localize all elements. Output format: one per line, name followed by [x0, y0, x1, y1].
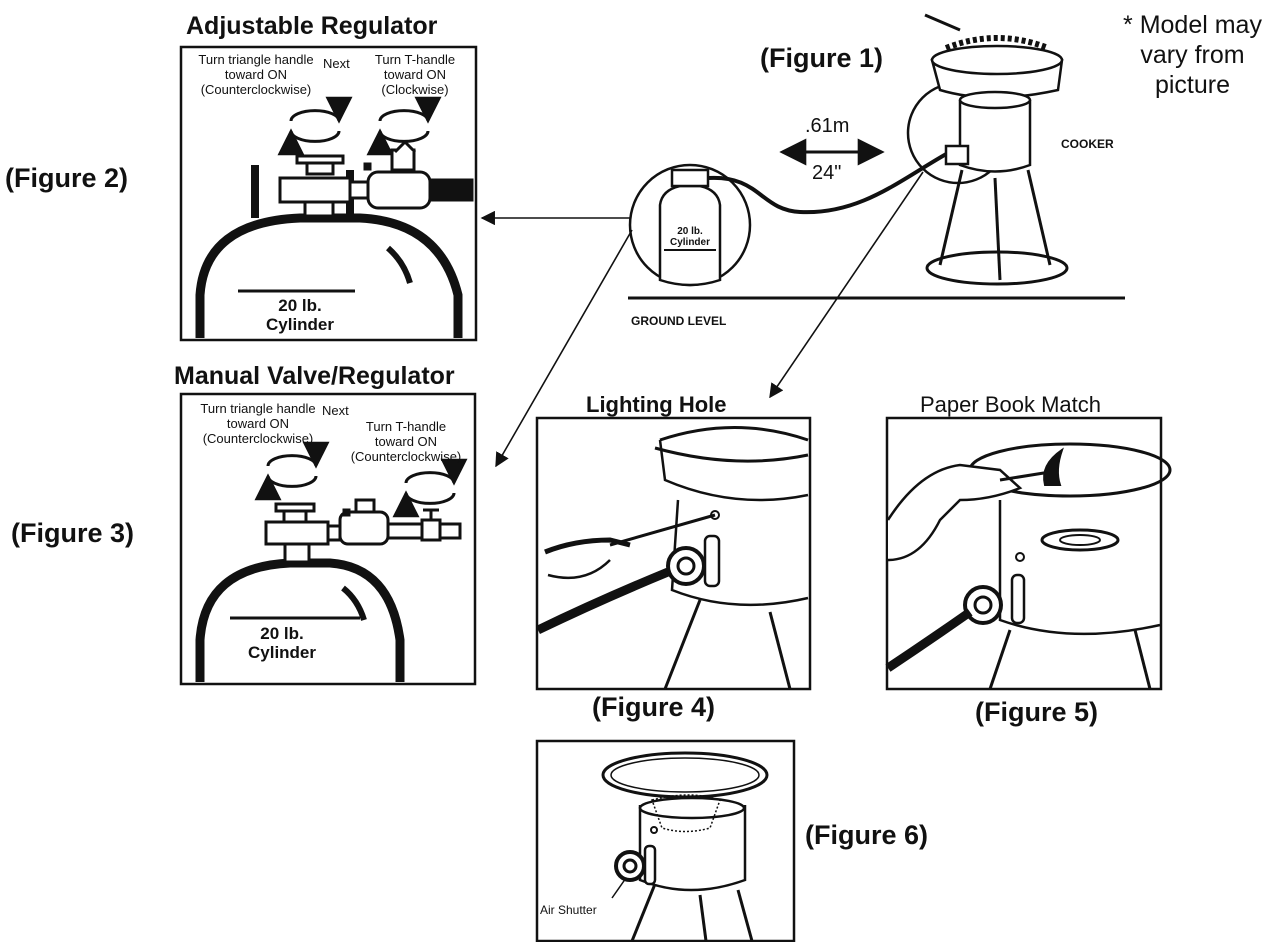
figure3-cylinder-illustration	[195, 558, 405, 682]
figure2-rotate-right-icon	[366, 96, 442, 156]
cooker-label: COOKER	[1061, 137, 1114, 151]
figure2-right-line1: Turn T-handle	[374, 52, 456, 67]
model-note-line3: picture	[1154, 71, 1231, 99]
figure3-title: Manual Valve/Regulator	[174, 362, 455, 390]
figure2-left-line3: (Counterclockwise)	[200, 82, 312, 97]
figure3-right-instruction: Turn T-handle toward ON (Counterclockwis…	[338, 419, 474, 464]
connector-arrows	[480, 171, 924, 468]
figure3-panel	[179, 392, 477, 686]
figure3-next-label: Next	[322, 403, 349, 418]
figure2-left-line2: toward ON	[224, 67, 288, 82]
figure3-right-line1: Turn T-handle	[365, 419, 447, 434]
figure2-regulator-illustration	[278, 139, 474, 218]
figure3-cylinder-line2: Cylinder	[247, 643, 317, 662]
figure3-right-line2: toward ON	[374, 434, 438, 449]
figure3-left-line2: toward ON	[226, 416, 290, 431]
cooker-illustration	[924, 13, 1069, 286]
figure3-left-line1: Turn triangle handle	[200, 401, 316, 416]
figure2-panel	[179, 45, 478, 342]
figure2-next-label: Next	[323, 56, 350, 71]
model-note-line2: vary from	[1140, 41, 1245, 69]
figure5-title: Paper Book Match	[920, 392, 1101, 417]
figure6-panel	[535, 739, 796, 942]
figure2-right-instruction: Turn T-handle toward ON (Clockwise)	[365, 52, 465, 97]
figure3-left-line3: (Counterclockwise)	[202, 431, 314, 446]
figure2-left-line1: Turn triangle handle	[198, 52, 314, 67]
model-note-line1: * Model may	[1123, 11, 1262, 39]
figure1-scene	[628, 13, 1125, 300]
figure5-panel	[885, 416, 1172, 691]
distance-inches: 24"	[812, 162, 842, 184]
figure2-cylinder-line1: 20 lb.	[278, 296, 322, 315]
figure3-caption: (Figure 3)	[11, 518, 135, 548]
figure1-caption: (Figure 1)	[760, 43, 884, 73]
ground-level-label: GROUND LEVEL	[631, 314, 727, 328]
figure3-cylinder-label: 20 lb. Cylinder	[222, 624, 342, 662]
figure6-caption: (Figure 6)	[805, 820, 929, 850]
figure2-right-line3: (Clockwise)	[381, 82, 449, 97]
figure2-left-instruction: Turn triangle handle toward ON (Counterc…	[186, 52, 326, 97]
figure2-title: Adjustable Regulator	[186, 12, 438, 40]
figure1-cylinder-line2: Cylinder	[669, 237, 710, 248]
figure3-rotate-right-icon	[392, 458, 468, 518]
figure2-cylinder-line2: Cylinder	[265, 315, 335, 334]
figure2-caption: (Figure 2)	[5, 163, 129, 193]
figure3-left-instruction: Turn triangle handle toward ON (Counterc…	[183, 401, 333, 446]
figure1-cylinder-line1: 20 lb.	[677, 226, 703, 237]
distance-meters: .61m	[805, 115, 850, 137]
figure4-caption: (Figure 4)	[592, 692, 716, 722]
figure3-rotate-left-icon	[254, 441, 330, 501]
figure2-cylinder-label: 20 lb. Cylinder	[230, 296, 370, 334]
air-shutter-label: Air Shutter	[540, 903, 597, 917]
figure4-title: Lighting Hole	[586, 392, 727, 417]
figure1-cylinder-label: 20 lb. Cylinder	[660, 226, 720, 248]
figure4-panel	[535, 416, 812, 691]
figure3-right-line3: (Counterclockwise)	[350, 449, 462, 464]
model-note: * Model may vary from picture	[1110, 10, 1275, 100]
figure3-valve-illustration	[264, 498, 462, 564]
figure2-rotate-left-icon	[277, 96, 353, 156]
figure5-caption: (Figure 5)	[975, 697, 1099, 727]
figure3-cylinder-line1: 20 lb.	[260, 624, 304, 643]
figure2-right-line2: toward ON	[383, 67, 447, 82]
